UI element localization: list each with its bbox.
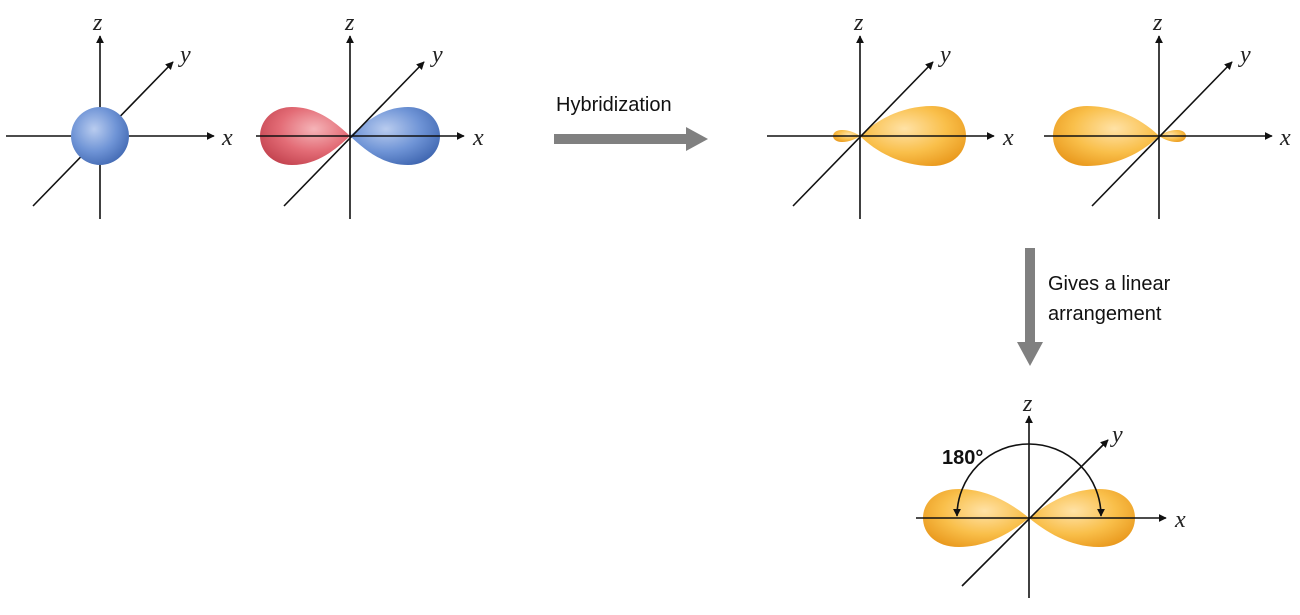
y-axis-label: y: [430, 42, 443, 68]
linear-arrangement-line1: Gives a linear: [1048, 273, 1171, 295]
y-axis-label: y: [1238, 42, 1251, 68]
angle-label: 180°: [942, 447, 983, 469]
hybridization-arrow-group: Hybridization: [554, 94, 708, 151]
z-axis-label: z: [1022, 391, 1033, 417]
hybridization-arrow-shaft: [554, 134, 688, 144]
angle-arc: [953, 443, 1105, 517]
linear-arrow-head: [1017, 342, 1043, 366]
y-axis-label: y: [938, 42, 951, 68]
x-axis-label: x: [1279, 125, 1291, 151]
hybridization-label: Hybridization: [556, 94, 672, 116]
x-axis-label: x: [472, 125, 484, 151]
sp-hybrid-right-group: x y z: [767, 10, 1014, 219]
z-axis-label: z: [1152, 10, 1163, 36]
x-axis-label: x: [1174, 507, 1186, 533]
sp-hybrid-left-group: x y z: [1044, 10, 1291, 219]
y-axis-label: y: [1110, 422, 1123, 448]
y-axis-label: y: [178, 42, 191, 68]
z-axis-label: z: [92, 10, 103, 36]
x-axis-label: x: [221, 125, 233, 151]
x-axis-label: x: [1002, 125, 1014, 151]
s-orbital-sphere: [71, 107, 129, 165]
s-orbital-group: x y z: [6, 10, 233, 219]
y-axis-line: [1091, 61, 1233, 207]
linear-arrow-group: Gives a linear arrangement: [1017, 248, 1171, 366]
p-orbital-group: x y z: [256, 10, 484, 219]
linear-arrangement-group: 180° x y z: [916, 391, 1186, 598]
y-axis-line: [792, 61, 934, 207]
z-axis-label: z: [853, 10, 864, 36]
z-axis-label: z: [344, 10, 355, 36]
hybridization-arrow-head: [686, 127, 708, 151]
y-axis-line: [283, 61, 425, 207]
linear-arrangement-line2: arrangement: [1048, 303, 1162, 325]
linear-arrow-shaft: [1025, 248, 1035, 344]
